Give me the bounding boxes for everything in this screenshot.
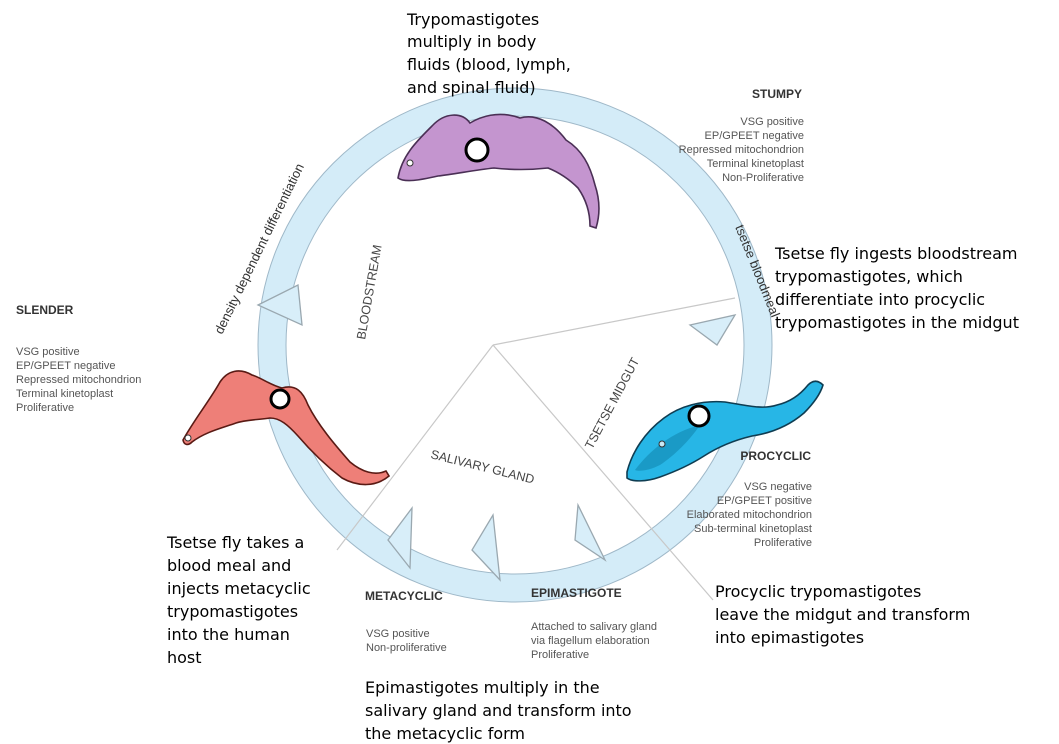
stage-feature: EP/GPEET negative (16, 360, 115, 372)
note-line: leave the midgut and transform (715, 605, 970, 624)
region-label-salivary-gland: SALIVARY GLAND (429, 447, 536, 486)
stage-feature: Proliferative (531, 649, 589, 661)
stage-title: PROCYCLIC (740, 449, 811, 463)
stage-feature: via flagellum elaboration (531, 635, 650, 647)
stumpy-parasite-icon (398, 114, 599, 228)
note-line: blood meal and (167, 556, 291, 575)
arrow-bloodmeal (690, 315, 735, 345)
stage-title: SLENDER (16, 303, 74, 317)
note-procyclic-leave: Procyclic trypomastigotes leave the midg… (715, 582, 970, 647)
stage-feature: EP/GPEET negative (705, 130, 804, 142)
stage-feature: VSG negative (744, 481, 812, 493)
stage-title: METACYCLIC (365, 589, 443, 603)
note-line: multiply in body (407, 32, 536, 51)
stage-feature: Non-Proliferative (722, 172, 804, 184)
stage-feature: Repressed mitochondrion (16, 374, 141, 386)
stage-feature: VSG positive (16, 346, 80, 358)
stage-feature: Non-proliferative (366, 642, 447, 654)
stage-metacyclic: METACYCLIC VSG positive Non-proliferativ… (365, 589, 447, 654)
stage-feature: Repressed mitochondrion (679, 144, 804, 156)
stage-feature: Attached to salivary gland (531, 621, 657, 633)
stage-epimastigote: EPIMASTIGOTE Attached to salivary gland … (531, 586, 657, 661)
note-line: and spinal fluid) (407, 78, 536, 97)
note-tsetse-ingests: Tsetse fly ingests bloodstream trypomast… (774, 244, 1019, 332)
region-label-tsetse-midgut: TSETSE MIDGUT (582, 355, 642, 451)
note-line: injects metacyclic (167, 579, 311, 598)
stage-feature: Proliferative (16, 402, 74, 414)
note-line: Epimastigotes multiply in the (365, 678, 600, 697)
stage-slender: SLENDER VSG positive EP/GPEET negative R… (16, 303, 141, 414)
note-epimastigotes-multiply: Epimastigotes multiply in the salivary g… (365, 678, 632, 743)
stage-feature: Proliferative (754, 537, 812, 549)
note-line: differentiate into procyclic (775, 290, 985, 309)
life-cycle-ring (272, 102, 758, 588)
arrow-salivary-1 (575, 505, 605, 560)
note-line: fluids (blood, lymph, (407, 55, 571, 74)
stage-feature: VSG positive (366, 628, 430, 640)
note-line: into the human (167, 625, 290, 644)
note-line: Tsetse fly takes a (166, 533, 304, 552)
note-line: salivary gland and transform into (365, 701, 632, 720)
note-bloodstream-multiply: Trypomastigotes multiply in body fluids … (406, 10, 571, 97)
note-line: trypomastigotes in the midgut (775, 313, 1019, 332)
note-tsetse-blood-meal: Tsetse fly takes a blood meal and inject… (166, 533, 311, 667)
stage-title: STUMPY (752, 87, 802, 101)
stage-feature: Terminal kinetoplast (16, 388, 113, 400)
stage-title: EPIMASTIGOTE (531, 586, 622, 600)
note-line: the metacyclic form (365, 724, 525, 743)
note-line: host (167, 648, 202, 667)
note-line: Procyclic trypomastigotes (715, 582, 921, 601)
note-line: Tsetse fly ingests bloodstream (774, 244, 1018, 263)
region-label-bloodstream: BLOODSTREAM (354, 244, 384, 341)
stage-feature: Terminal kinetoplast (707, 158, 804, 170)
stage-feature: EP/GPEET positive (717, 495, 812, 507)
note-line: into epimastigotes (715, 628, 864, 647)
note-line: trypomastigotes, which (775, 267, 963, 286)
stage-feature: VSG positive (740, 116, 804, 128)
note-line: trypomastigotes (167, 602, 298, 621)
stage-feature: Elaborated mitochondrion (687, 509, 812, 521)
stage-feature: Sub-terminal kinetoplast (694, 523, 812, 535)
note-line: Trypomastigotes (406, 10, 539, 29)
